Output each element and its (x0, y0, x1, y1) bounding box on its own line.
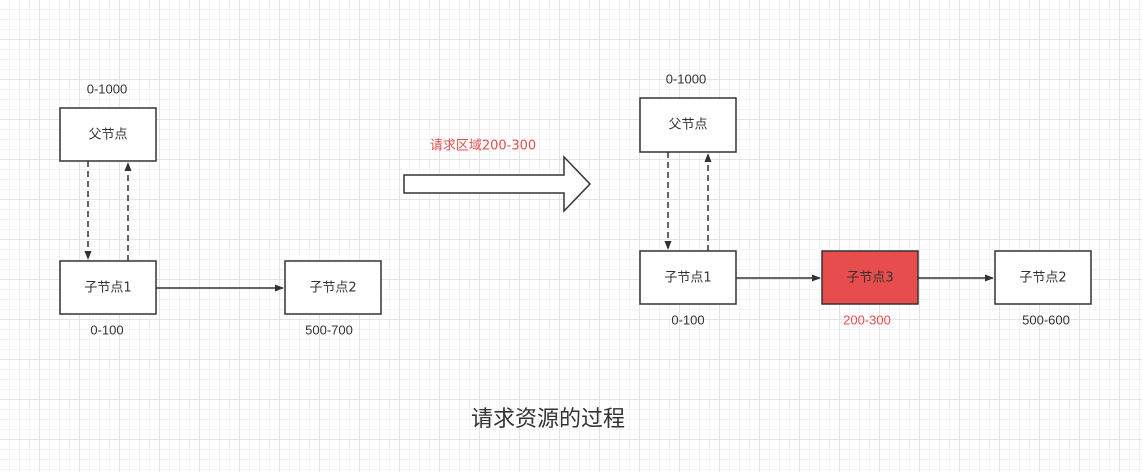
before-child1-label: 子节点1 (84, 281, 131, 296)
after-child3-range: 200-300 (843, 312, 891, 327)
transition-label: 请求区域200-300 (430, 139, 536, 154)
after-parent-label: 父节点 (668, 118, 707, 133)
before-child2-node[interactable]: 子节点2 (284, 260, 382, 315)
after-child2-label: 子节点2 (1019, 271, 1066, 286)
after-child1-label: 子节点1 (664, 271, 711, 286)
after-parent-range: 0-1000 (666, 71, 706, 86)
after-parent-node[interactable]: 父节点 (639, 97, 737, 153)
before-child2-range: 500-700 (305, 322, 353, 337)
before-child1-node[interactable]: 子节点1 (59, 260, 157, 315)
after-child1-node[interactable]: 子节点1 (639, 250, 737, 305)
after-child2-node[interactable]: 子节点2 (994, 250, 1092, 305)
after-child3-node[interactable]: 子节点3 (821, 250, 919, 305)
before-parent-box (59, 107, 157, 162)
after-tree: 0-1000 父节点 子节点1 0-100 子节点3 200-300 子节点2 … (639, 71, 1092, 327)
before-child1-range: 0-100 (90, 322, 123, 337)
before-child2-box (284, 260, 382, 315)
before-parent-range: 0-1000 (87, 81, 127, 96)
after-parent-box (639, 97, 737, 153)
before-child1-box (59, 260, 157, 315)
after-child1-range: 0-100 (671, 312, 704, 327)
before-parent-label: 父节点 (88, 128, 127, 143)
diagram-caption: 请求资源的过程 (471, 407, 625, 432)
after-child3-label: 子节点3 (846, 271, 893, 286)
before-parent-node[interactable]: 父节点 (59, 107, 157, 162)
after-child2-range: 500-600 (1022, 312, 1070, 327)
before-child2-label: 子节点2 (309, 281, 356, 296)
after-child3-box (821, 250, 919, 305)
after-child2-box (994, 250, 1092, 305)
transition-arrow-icon (403, 155, 592, 213)
before-tree: 0-1000 父节点 子节点1 0-100 子节点2 500-700 (59, 81, 382, 337)
transition: 请求区域200-300 (403, 139, 592, 213)
